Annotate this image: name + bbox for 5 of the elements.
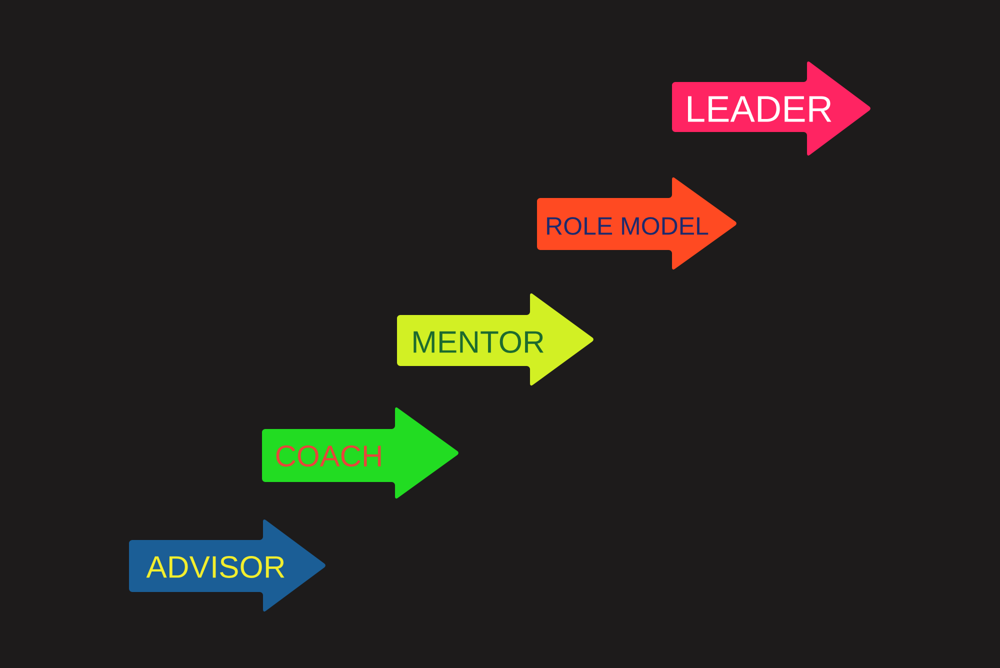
arrow-sign: MENTOR [397,293,594,386]
arrow-sign: COACH [262,407,458,499]
arrow-sign: ROLE MODEL [537,177,736,270]
arrow-sign: LEADER [672,61,870,156]
arrow-sign: ADVISOR [129,519,326,612]
